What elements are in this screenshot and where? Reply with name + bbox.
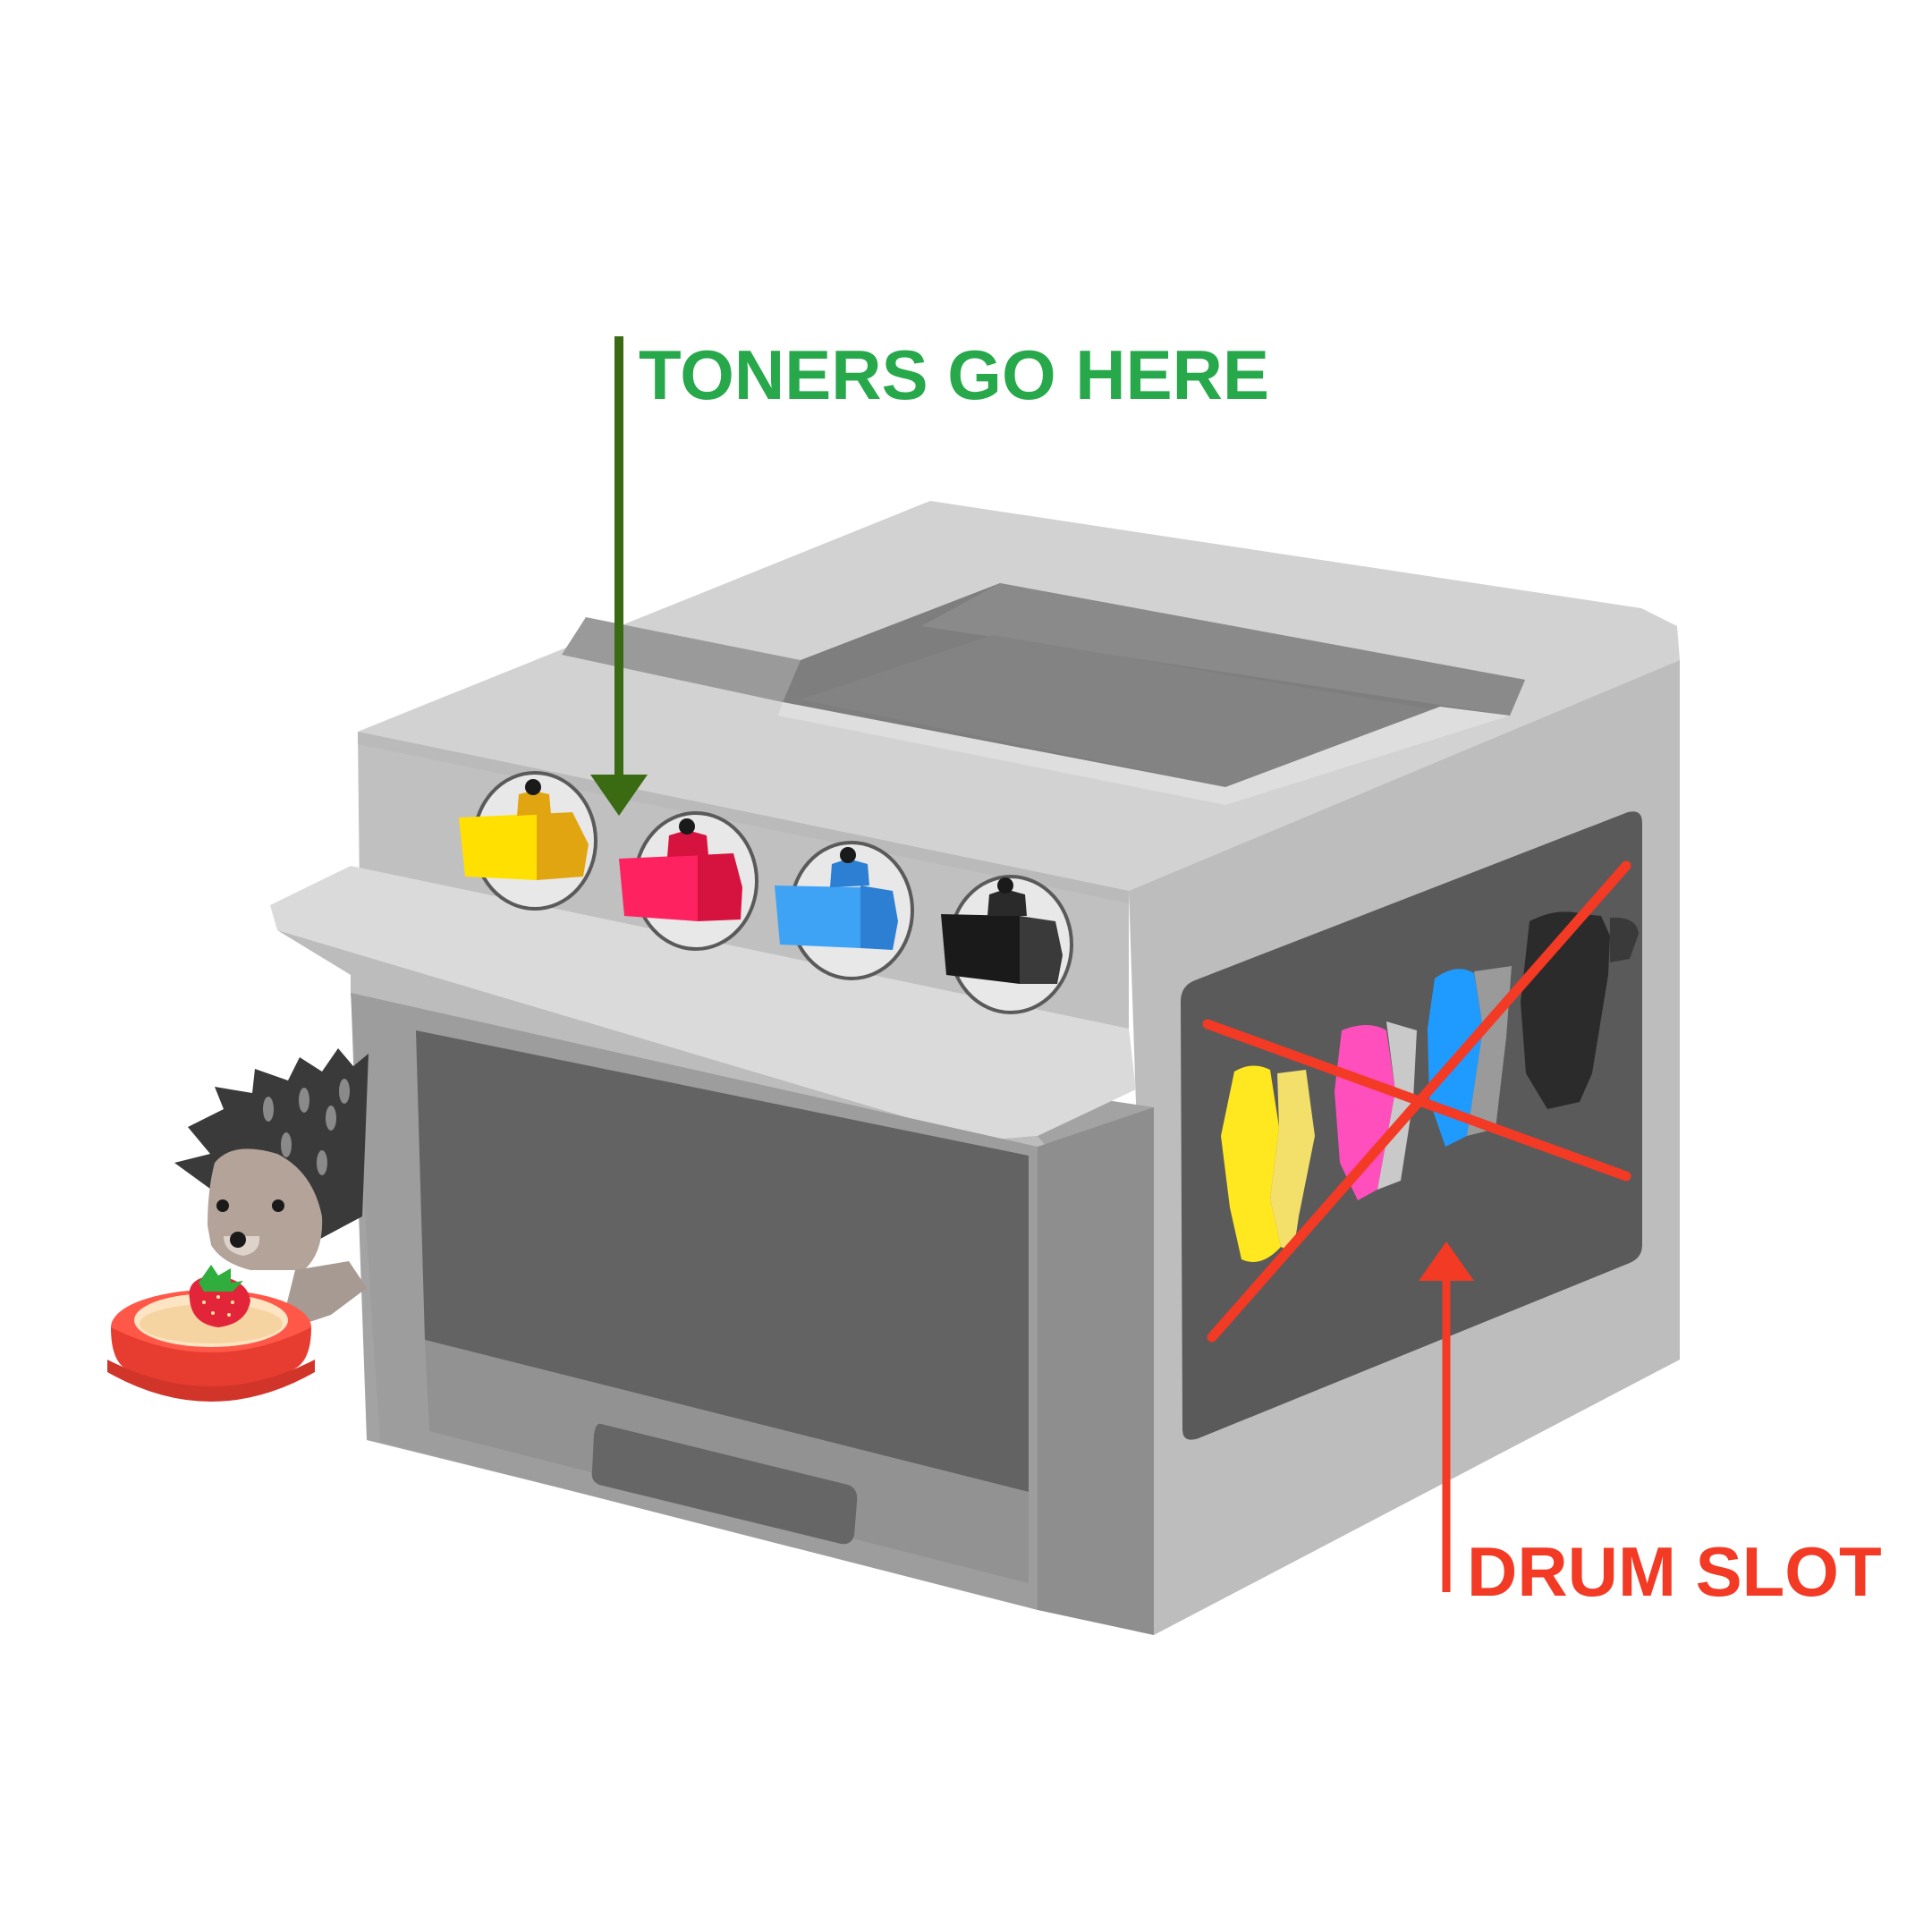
toner-slot-black (941, 875, 1073, 1014)
drawer-right-edge (1038, 1107, 1154, 1635)
hedgehog-icon (174, 1048, 369, 1324)
hedgehog-arm (286, 1261, 367, 1324)
drum-arrow (1419, 1241, 1474, 1592)
toner-yellow-cap (517, 791, 551, 816)
hedgehog-nose (230, 1232, 246, 1248)
drum-magenta-shade (1377, 1021, 1417, 1190)
toner-slots (459, 771, 1073, 1014)
front-drawer-window (416, 1030, 1029, 1492)
drum-black-tab (1610, 917, 1639, 962)
toners-arrow (590, 336, 648, 816)
toner-slot-yellow (459, 771, 597, 911)
printer-illustration (270, 501, 1680, 1635)
cross-mark (1202, 860, 1631, 1343)
toner-slot-cyan (775, 841, 914, 980)
paper-tray-handle (591, 1423, 858, 1545)
toner-cyan (775, 886, 860, 948)
hedgehog-eye-right (272, 1199, 284, 1212)
output-tray-inner (801, 635, 1449, 787)
toner-magenta (619, 855, 698, 921)
drum-magenta (1335, 1025, 1395, 1200)
toner-magenta-cap (667, 830, 708, 857)
toner-magenta-shade (698, 853, 742, 921)
drum-yellow-shade (1270, 1070, 1315, 1252)
drum-yellow (1221, 1065, 1281, 1262)
strawberry-icon (189, 1265, 250, 1327)
toner-black-cap (987, 889, 1027, 916)
front-flap (270, 866, 1136, 1140)
toner-slot-magenta (619, 811, 758, 951)
toner-yellow (459, 814, 537, 880)
food-bowl-icon (107, 1290, 315, 1402)
toner-cyan-cap (830, 859, 869, 887)
toner-yellow-shade (537, 812, 589, 880)
toners-label: TONERS GO HERE (639, 335, 1270, 414)
toner-black-shade (1020, 916, 1063, 984)
toner-cyan-shade (860, 886, 898, 950)
drum-cartridges (1221, 911, 1639, 1262)
drum-slot-label: DRUM SLOT (1467, 1532, 1882, 1611)
output-tray-floor (921, 583, 1525, 716)
hedgehog-eye-left (216, 1199, 229, 1212)
output-tray-lip (778, 702, 1510, 805)
toner-black (941, 914, 1020, 984)
